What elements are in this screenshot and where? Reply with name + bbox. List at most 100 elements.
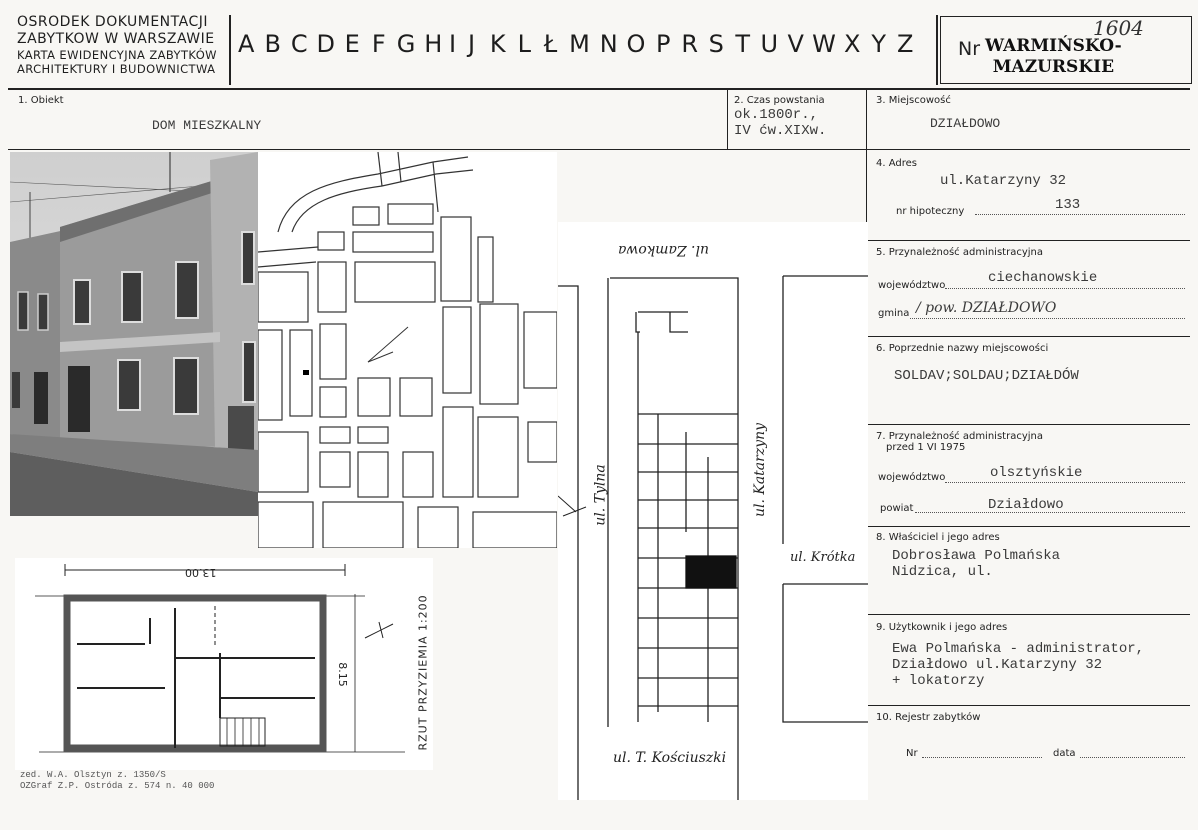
f7-woj-value: olsztyńskie bbox=[990, 465, 1083, 481]
printer-info: zed. W.A. Olsztyn z. 1350/S OZGraf Z.P. … bbox=[20, 770, 214, 792]
f2-value: ok.1800r., IV ćw.XIXw. bbox=[734, 107, 826, 139]
dotted-line bbox=[945, 288, 1185, 289]
index-letter: K bbox=[489, 30, 506, 58]
building-photo bbox=[10, 152, 258, 516]
f10-nr-label: Nr bbox=[906, 748, 918, 759]
town-map-drawing bbox=[257, 151, 558, 549]
field-rule bbox=[866, 614, 1190, 616]
f2-label: 2. Czas powstania bbox=[734, 95, 825, 106]
index-letter: C bbox=[290, 30, 308, 58]
index-letter: T bbox=[735, 30, 751, 58]
f5-woj-label: województwo bbox=[878, 280, 946, 291]
header-rule bbox=[8, 88, 1190, 90]
index-letter: B bbox=[264, 30, 281, 58]
index-letter: X bbox=[844, 30, 861, 58]
dotted-line bbox=[910, 318, 1185, 319]
org-line2: ZABYTKOW W WARSZAWIE bbox=[17, 31, 215, 47]
f5-label: 5. Przynależność administracyjna bbox=[876, 247, 1043, 258]
f8-line2: Nidzica, ul. bbox=[892, 564, 993, 580]
f6-value: SOLDAV;SOLDAU;DZIAŁDÓW bbox=[894, 368, 1079, 384]
street-map-drawing bbox=[557, 275, 868, 800]
street-label-bottom: ul. T. Kościuszki bbox=[613, 750, 727, 766]
index-letter: E bbox=[344, 30, 360, 58]
f7-pow-value: Działdowo bbox=[988, 497, 1064, 513]
f8-label: 8. Właściciel i jego adres bbox=[876, 532, 1000, 543]
header-divider bbox=[229, 15, 231, 85]
f2-value-line1: ok.1800r., bbox=[734, 107, 819, 123]
f3-value: DZIAŁDOWO bbox=[930, 116, 1001, 131]
f2-value-line2: IV ćw.XIXw. bbox=[734, 123, 827, 139]
index-letter: M bbox=[569, 30, 590, 58]
street-label-tylna: ul. Tylna bbox=[592, 464, 609, 526]
index-letter: S bbox=[708, 30, 724, 58]
plan-depth-dimension: 8.15 bbox=[335, 662, 349, 687]
plan-width-dimension: 13.00 bbox=[185, 566, 217, 579]
field-rule bbox=[866, 526, 1190, 528]
f8-line1: Dobrosława Polmańska bbox=[892, 548, 1061, 564]
field-rule bbox=[8, 149, 1190, 151]
index-letter: Ł bbox=[543, 30, 558, 58]
region-line1: WARMIŃSKO- bbox=[985, 36, 1122, 56]
street-label-katarzyny: ul. Katarzyny bbox=[752, 422, 769, 518]
header-divider bbox=[936, 15, 938, 85]
f10-label: 10. Rejestr zabytków bbox=[876, 712, 981, 723]
floor-plan: 13.00 8.15 RZUT PRZYZIEMIA 1:200 bbox=[15, 558, 433, 770]
floor-plan-drawing bbox=[35, 564, 405, 753]
index-letter: A bbox=[238, 30, 255, 58]
field-rule bbox=[866, 240, 1190, 242]
f9-label: 9. Użytkownik i jego adres bbox=[876, 622, 1008, 633]
f7-woj-label: województwo bbox=[878, 472, 946, 483]
field-rule bbox=[866, 336, 1190, 338]
index-letter: H bbox=[424, 30, 443, 58]
index-letter: G bbox=[396, 30, 416, 58]
photo-image bbox=[10, 152, 258, 516]
index-letter: F bbox=[371, 30, 386, 58]
index-letter: L bbox=[517, 30, 531, 58]
org-line1: OSRODEK DOKUMENTACJI bbox=[17, 14, 208, 30]
index-letter: U bbox=[760, 30, 779, 58]
f9-line2: Działdowo ul.Katarzyny 32 bbox=[892, 657, 1103, 673]
f7-label-line1: 7. Przynależność administracyjna bbox=[876, 431, 1043, 442]
f1-label: 1. Obiekt bbox=[18, 95, 64, 106]
dotted-line bbox=[915, 512, 1185, 513]
f9-line1: Ewa Polmańska - administrator, bbox=[892, 641, 1145, 657]
index-letter: W bbox=[812, 30, 836, 58]
field-rule bbox=[866, 705, 1190, 707]
plan-caption: RZUT PRZYZIEMIA 1:200 bbox=[416, 594, 430, 751]
index-letter: I bbox=[448, 30, 457, 58]
printer-line1: zed. W.A. Olsztyn z. 1350/S bbox=[20, 770, 166, 780]
f9-value: Ewa Polmańska - administrator, Działdowo… bbox=[892, 641, 1144, 689]
dotted-line bbox=[975, 214, 1185, 215]
f1-value: DOM MIESZKALNY bbox=[152, 118, 262, 133]
dotted-line bbox=[922, 757, 1042, 758]
field-rule bbox=[866, 424, 1190, 426]
printer-line2: OZGraf Z.P. Ostróda z. 574 n. 40 000 bbox=[20, 781, 215, 791]
f7-pow-label: powiat bbox=[880, 503, 914, 514]
f5-woj-value: ciechanowskie bbox=[988, 270, 1098, 286]
index-letter: V bbox=[787, 30, 804, 58]
street-label-top: ul. Zamkowa bbox=[618, 242, 709, 258]
f4-hip-value: 133 bbox=[1055, 197, 1081, 213]
card-number: 1604 bbox=[1093, 16, 1144, 40]
dotted-line bbox=[945, 482, 1185, 483]
field-divider bbox=[727, 89, 729, 149]
f6-label: 6. Poprzednie nazwy miejscowości bbox=[876, 343, 1049, 354]
index-letter: Z bbox=[897, 30, 914, 58]
f5-gmina-value: / pow. DZIAŁDOWO bbox=[916, 300, 1057, 316]
f3-label: 3. Miejscowość bbox=[876, 95, 951, 106]
index-letter: P bbox=[656, 30, 671, 58]
f7-label-line2: przed 1 VI 1975 bbox=[886, 442, 966, 453]
region-line2: MAZURSKIE bbox=[992, 57, 1115, 77]
nr-label: Nr bbox=[958, 38, 981, 60]
card-title-line2: ARCHITEKTURY I BUDOWNICTWA bbox=[17, 62, 216, 76]
f4-label: 4. Adres bbox=[876, 158, 917, 169]
index-letter: R bbox=[681, 30, 699, 58]
f8-value: Dobrosława Polmańska Nidzica, ul. bbox=[892, 548, 1060, 580]
index-letter: O bbox=[626, 30, 646, 58]
f7-label: 7. Przynależność administracyjna przed 1… bbox=[876, 431, 1043, 453]
index-letter: Y bbox=[871, 30, 887, 58]
dotted-line bbox=[1080, 757, 1185, 758]
index-letter: N bbox=[599, 30, 618, 58]
street-label-krotka: ul. Krótka bbox=[790, 550, 856, 565]
